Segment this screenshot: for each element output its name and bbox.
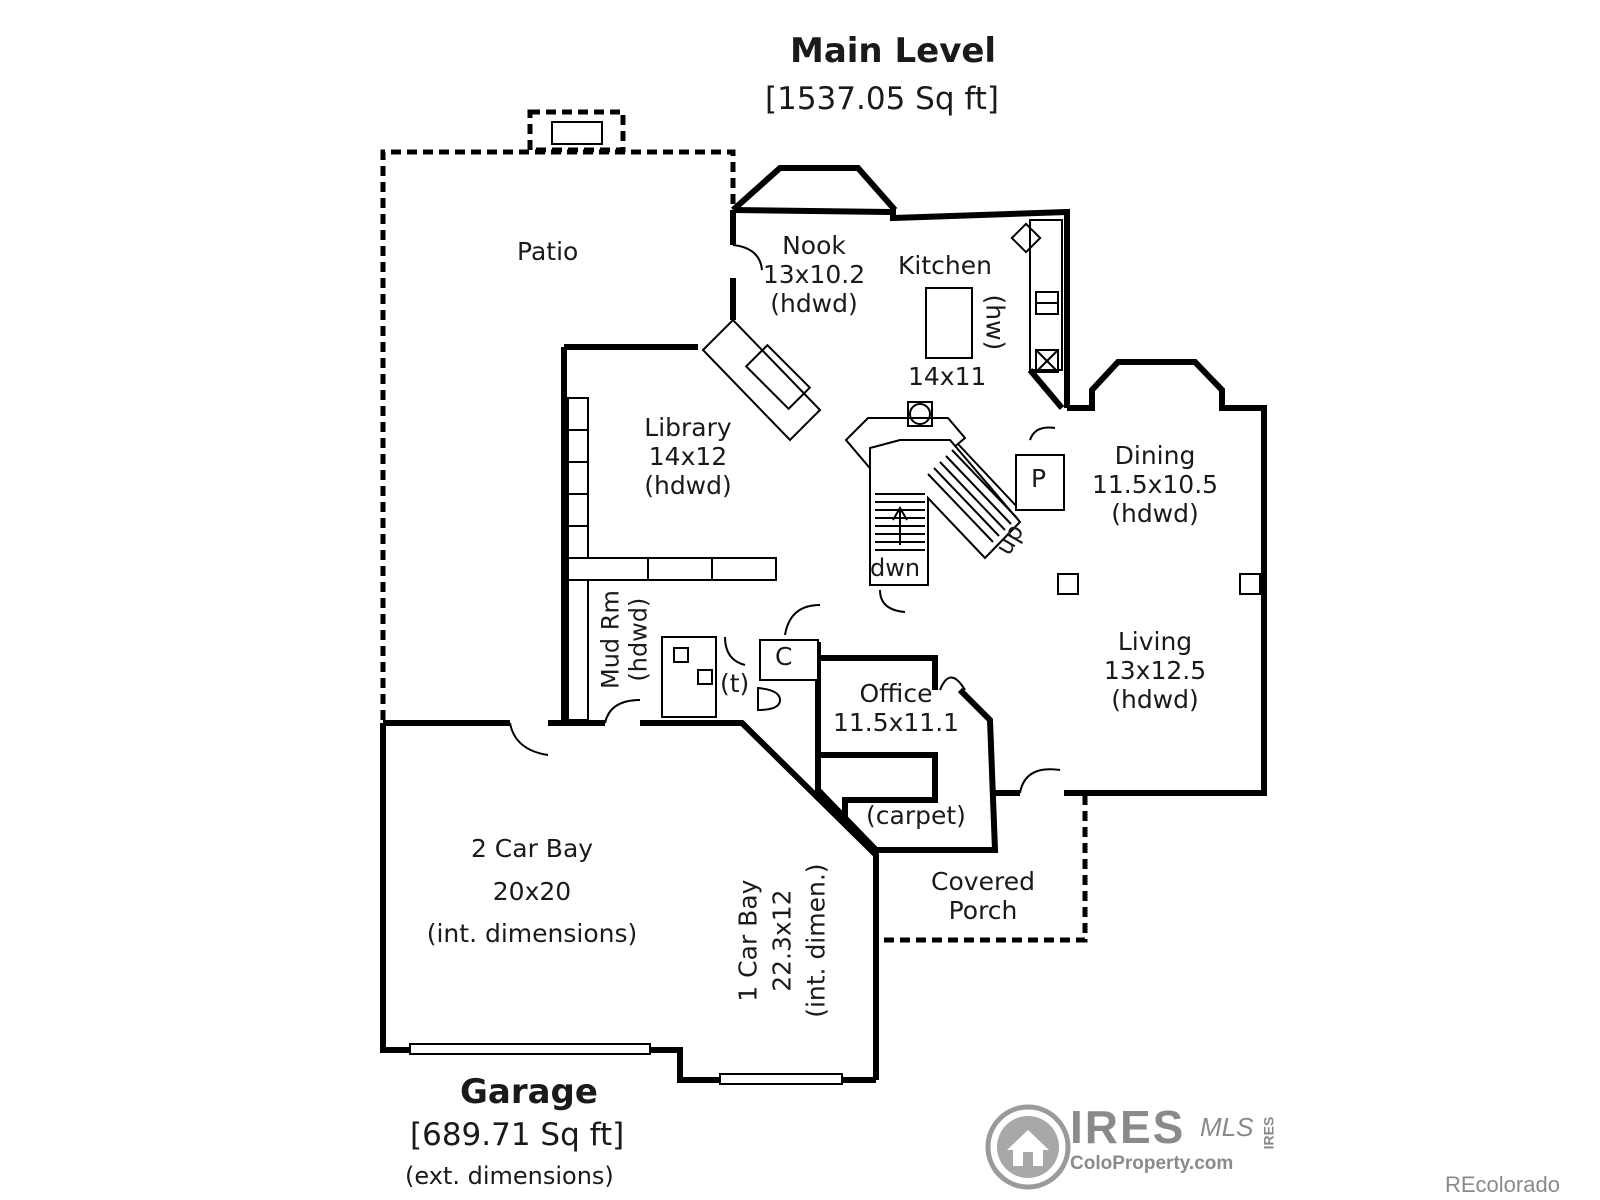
mudroom-label: Mud Rm (hdwd) xyxy=(596,585,652,695)
garage-note: (ext. dimensions) xyxy=(405,1162,614,1190)
door-swings xyxy=(509,244,1061,794)
closet-label: C xyxy=(775,642,793,671)
main-level-area: [1537.05 Sq ft] xyxy=(765,81,999,117)
toilet-label: (t) xyxy=(720,669,750,698)
office-west-wall xyxy=(815,642,879,853)
garage-area: [689.71 Sq ft] xyxy=(410,1117,625,1153)
column xyxy=(1057,573,1079,595)
garage-north-wall xyxy=(383,720,879,1080)
library-shelves xyxy=(567,397,777,721)
mudroom-name: Mud Rm xyxy=(596,590,625,690)
fireplace-hearth xyxy=(744,343,812,411)
house-logo-icon xyxy=(985,1104,1071,1190)
living-dims: 13x12.5 xyxy=(1103,655,1207,685)
garage-door-small xyxy=(719,1073,843,1085)
coloproperty-text: ColoProperty.com xyxy=(1070,1153,1234,1174)
column xyxy=(1239,573,1261,595)
mls-logo-text: MLS xyxy=(1200,1112,1254,1142)
library-floor: (hdwd) xyxy=(644,470,732,500)
mudroom-floor: (hdwd) xyxy=(624,597,652,682)
pantry-label: P xyxy=(1031,464,1047,493)
office-name: Office xyxy=(859,679,933,708)
patio-grill xyxy=(527,109,626,153)
kitchen-dims: 14x11 xyxy=(908,362,987,391)
office-label: Office 11.5x11.1 xyxy=(826,679,966,738)
two-car-bay-dims: 20x20 xyxy=(492,876,572,906)
one-car-bay-name: 1 Car Bay xyxy=(733,879,763,1002)
office-dims: 11.5x11.1 xyxy=(832,707,960,737)
porch-line1: Covered xyxy=(931,867,1035,896)
porch-label: Covered Porch xyxy=(918,867,1048,926)
ires-side-text: IRES xyxy=(1260,1116,1277,1150)
nook-dims: 13x10.2 xyxy=(762,259,866,289)
patio-label: Patio xyxy=(517,237,579,266)
nook-bay-wall xyxy=(731,165,898,213)
two-car-bay-label: 2 Car Bay 20x20 (int. dimensions) xyxy=(412,828,652,956)
living-label: Living 13x12.5 (hdwd) xyxy=(1090,627,1220,714)
kitchen-diagonal xyxy=(1027,368,1065,410)
porch-line2: Porch xyxy=(948,895,1018,925)
nook-name: Nook xyxy=(782,231,846,260)
dining-north-wall xyxy=(1064,359,1267,796)
dining-dims: 11.5x10.5 xyxy=(1091,469,1219,499)
ires-logo-text: IRES xyxy=(1070,1101,1186,1153)
nook-floor: (hdwd) xyxy=(770,288,858,318)
one-car-bay-note: (int. dimen.) xyxy=(800,863,830,1018)
recolorado-watermark: REcolorado xyxy=(1445,1172,1560,1197)
stairs-down-label: dwn xyxy=(870,554,921,582)
dining-name: Dining xyxy=(1114,441,1196,470)
kitchen-floor: (hw) xyxy=(980,294,1010,351)
dining-floor: (hdwd) xyxy=(1111,498,1199,528)
two-car-bay-name: 2 Car Bay xyxy=(470,834,594,863)
kitchen-island xyxy=(925,287,973,359)
pantry-box xyxy=(1015,454,1065,511)
nook-north-wall xyxy=(732,207,1070,408)
living-floor: (hdwd) xyxy=(1111,684,1199,714)
one-car-bay-label: 1 Car Bay 22.3x12 (int. dimen.) xyxy=(731,851,832,1031)
garage-door-large xyxy=(409,1043,651,1055)
one-car-bay-dims: 22.3x12 xyxy=(767,889,797,992)
library-label: Library 14x12 (hdwd) xyxy=(628,413,748,500)
patio-grill-inner xyxy=(551,121,603,145)
nook-label: Nook 13x10.2 (hdwd) xyxy=(754,231,874,318)
fireplace xyxy=(701,318,822,442)
dining-label: Dining 11.5x10.5 (hdwd) xyxy=(1080,441,1230,528)
two-car-bay-note: (int. dimensions) xyxy=(426,919,638,948)
garage-title: Garage xyxy=(460,1072,598,1112)
library-name: Library xyxy=(644,413,732,442)
living-name: Living xyxy=(1117,627,1193,656)
half-bath xyxy=(661,636,819,718)
office-floor: (carpet) xyxy=(866,801,966,830)
main-level-title: Main Level xyxy=(790,31,997,71)
kitchen-name: Kitchen xyxy=(898,251,992,280)
staircase xyxy=(869,439,1022,586)
porch-outline xyxy=(876,795,1088,943)
library-dims: 14x12 xyxy=(648,441,728,471)
